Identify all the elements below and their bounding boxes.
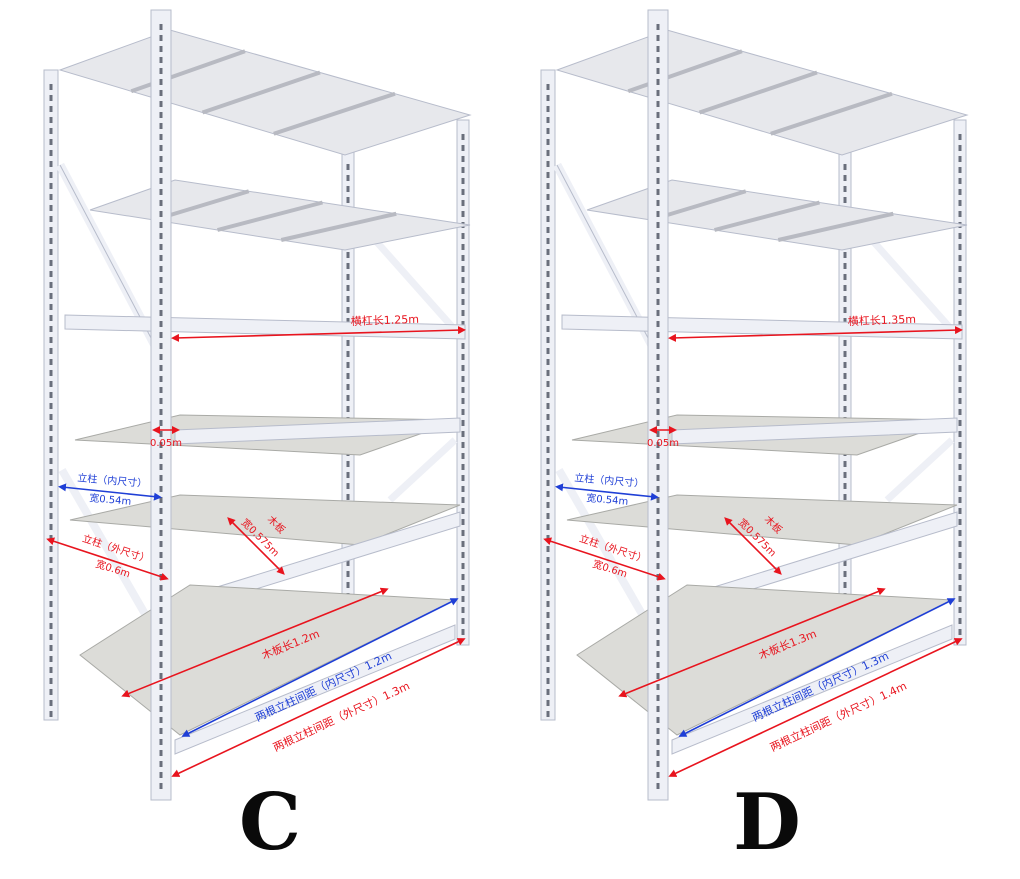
post-inner-label: 立柱（内尺寸） [77,471,148,490]
right-lower-brace [884,437,955,503]
outer-spacing-dimension [668,638,963,777]
front-left-post [647,9,669,801]
beam-length-dimension [171,326,466,342]
front-left-post [150,9,172,801]
post-inner-dimension [58,483,162,501]
beam-offset-label: 0.05m [647,438,679,449]
beam-length-dimension [668,326,963,342]
outer-spacing-dimension [171,638,466,777]
rack-drawing: 横杠长1.25m0.05m立柱（内尺寸）宽0.54m立柱（外尺寸）宽0.6m木板… [43,9,472,801]
board-width-dimension [227,517,285,575]
beam-length-label: 横杠长1.25m [351,312,420,328]
post-outer-dimension [543,537,666,581]
back-left-post [43,69,59,721]
rack-letter: C [238,777,302,868]
post-outer-dimension [46,537,169,581]
front-right-post [953,119,967,646]
outer-spacing-label: 两根立柱间距（外尺寸）1.3m [271,678,412,754]
right-diagonal-brace [869,237,955,333]
post-inner-dimension [555,483,659,501]
post-inner-value: 宽0.54m [89,491,132,508]
rack-drawing: 横杠长1.35m0.05m立柱（内尺寸）宽0.54m立柱（外尺寸）宽0.6m木板… [540,9,969,801]
back-left-post [540,69,556,721]
front-right-post [456,119,470,646]
board-front-beam-1 [174,417,461,445]
beam-length-label: 横杠长1.35m [848,312,917,328]
board-front-beam-1 [671,417,958,445]
outer-spacing-label: 两根立柱间距（外尺寸）1.4m [768,678,909,754]
post-inner-label: 立柱（内尺寸） [574,471,645,490]
right-diagonal-brace [372,237,458,333]
rack-letter: D [733,777,801,868]
right-lower-brace [387,437,458,503]
beam-offset-label: 0.05m [150,438,182,449]
post-inner-value: 宽0.54m [586,491,629,508]
board-width-dimension [724,517,782,575]
